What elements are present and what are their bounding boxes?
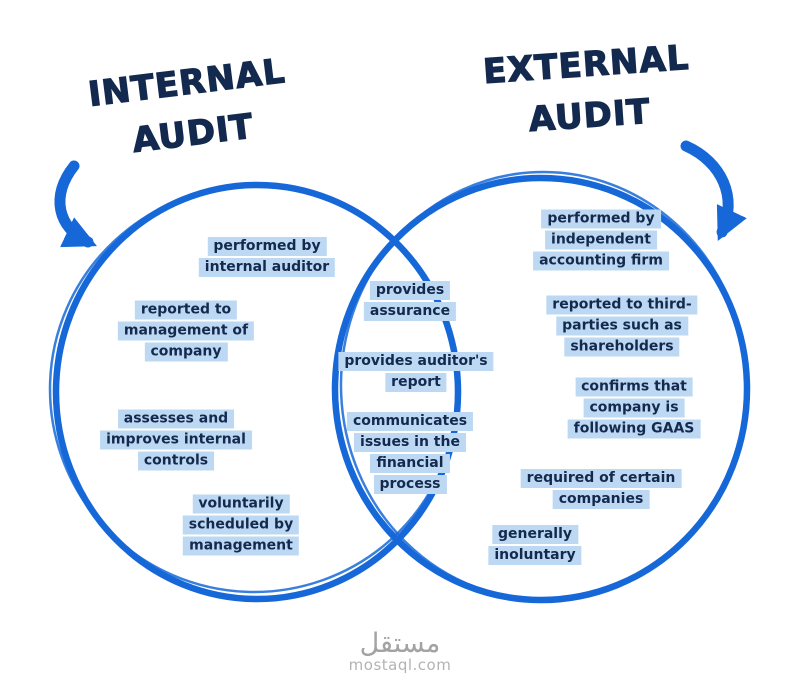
venn-item-text: required of certain companies	[520, 469, 682, 509]
venn-item-external-2: reported to third- parties such as share…	[546, 295, 698, 358]
watermark-arabic: مستقل	[359, 628, 441, 659]
right-arrow-icon	[680, 140, 747, 241]
venn-item-both-3: communicates issues in the financial pro…	[346, 411, 474, 495]
venn-item-internal-3: assesses and improves internal controls	[100, 409, 252, 472]
venn-item-text: reported to third- parties such as share…	[546, 295, 698, 357]
venn-item-text: reported to management of company	[117, 300, 255, 362]
venn-item-text: performed by independent accounting firm	[533, 209, 669, 271]
venn-item-text: provides auditor's report	[338, 352, 494, 392]
venn-item-both-2: provides auditor's report	[338, 351, 494, 393]
watermark-domain: mostaql.com	[348, 656, 452, 674]
venn-item-text: generally inoluntary	[488, 525, 582, 565]
venn-item-external-1: performed by independent accounting firm	[533, 209, 669, 272]
venn-item-both-1: provides assurance	[363, 280, 457, 322]
venn-item-text: confirms that company is following GAAS	[567, 377, 701, 439]
venn-item-text: provides assurance	[363, 281, 457, 321]
venn-item-external-3: confirms that company is following GAAS	[567, 377, 701, 440]
internal-audit-title: INTERNAL AUDIT	[85, 51, 288, 162]
venn-item-external-5: generally inoluntary	[488, 524, 582, 566]
venn-item-internal-4: voluntarily scheduled by management	[182, 494, 300, 557]
venn-item-text: assesses and improves internal controls	[100, 409, 252, 471]
external-audit-title: EXTERNAL AUDIT	[481, 37, 691, 141]
venn-item-text: communicates issues in the financial pro…	[346, 412, 474, 494]
venn-item-external-4: required of certain companies	[520, 468, 682, 510]
venn-item-text: performed by internal auditor	[198, 237, 336, 277]
venn-item-internal-2: reported to management of company	[117, 300, 255, 363]
venn-item-text: voluntarily scheduled by management	[182, 494, 300, 556]
venn-item-internal-1: performed by internal auditor	[198, 236, 336, 278]
left-arrow-icon	[54, 160, 97, 248]
